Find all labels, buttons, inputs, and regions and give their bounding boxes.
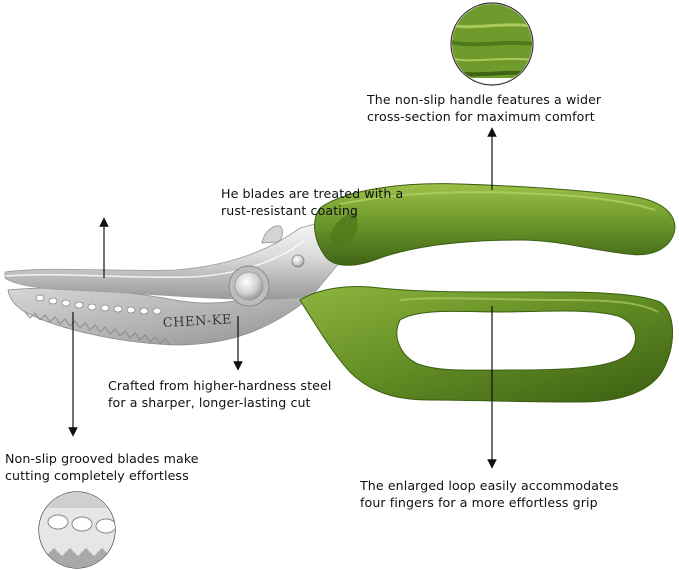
blade-grooves: [35, 294, 162, 315]
small-screw-icon: [291, 254, 305, 268]
lower-blade: [7, 282, 313, 346]
callout-grooved-blades: Non-slip grooved blades make cutting com…: [5, 451, 199, 483]
serrated-edge: [24, 311, 171, 346]
callout-blades-coating: He blades are treated with a rust-resist…: [221, 186, 404, 218]
lower-handle-loop: [299, 286, 674, 403]
callout-handle: The non-slip handle features a wider cro…: [367, 92, 602, 124]
handle-texture-detail-icon: [450, 2, 534, 86]
upper-handle: [314, 183, 676, 266]
blade-notch: [261, 225, 283, 244]
grooved-blade-detail-icon: [38, 491, 116, 569]
callout-steel: Crafted from higher-hardness steel for a…: [108, 378, 332, 410]
callout-loop: The enlarged loop easily accommodates fo…: [360, 478, 619, 510]
brand-engraving: CHEN-KE: [162, 312, 232, 331]
